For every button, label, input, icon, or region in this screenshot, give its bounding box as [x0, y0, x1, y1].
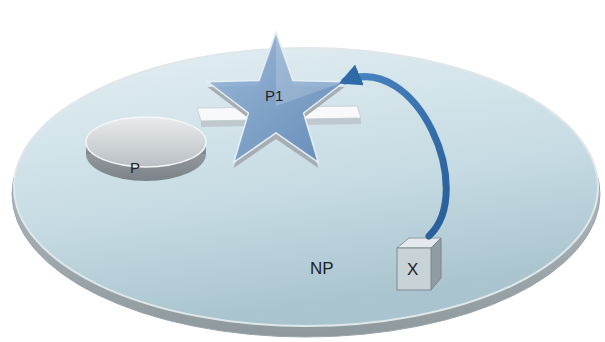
star-shape: P1	[205, 22, 347, 177]
disc-shape: P	[85, 116, 207, 182]
node-label: X	[407, 261, 418, 278]
node-label: P	[130, 160, 140, 175]
plate-ellipse: NP P P1X	[10, 38, 602, 338]
curved-arrow	[345, 77, 446, 236]
disc-shape-outline	[85, 116, 207, 182]
node-label: NP	[310, 260, 334, 277]
node-label: P1	[265, 88, 283, 103]
cube-shape: X	[393, 236, 443, 292]
